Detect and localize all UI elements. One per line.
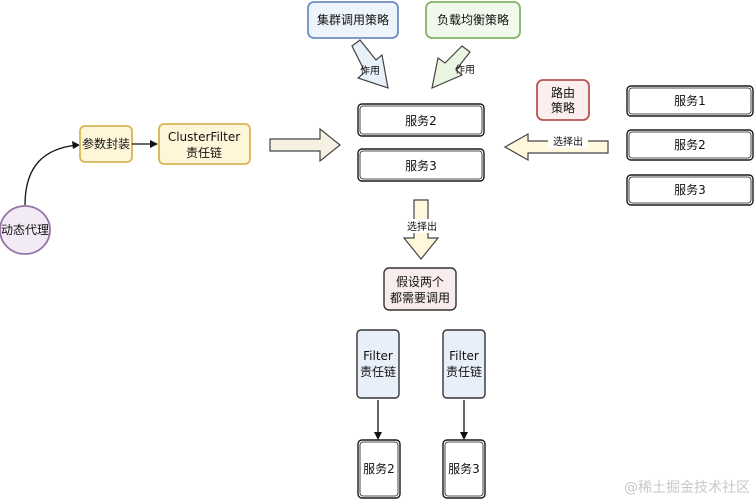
routing-policy-label-line1: 路由	[551, 85, 575, 100]
param-wrap-node: 参数封装	[79, 125, 133, 163]
filter-left-label-line2: 责任链	[360, 364, 396, 379]
filter-left-label-line1: Filter	[363, 349, 393, 363]
service2-top-label: 服务2	[405, 113, 437, 128]
service3-bottom-label: 服务3	[448, 461, 480, 476]
cluster-filter-label-line2: 责任链	[186, 145, 222, 160]
apply-right-arrow: 作用	[431, 45, 475, 90]
filter-right-label-line2: 责任链	[446, 364, 482, 379]
select-right-arrow: 选择出	[503, 132, 609, 162]
right-service1-label: 服务1	[674, 93, 706, 108]
cluster-filter-node: ClusterFilter 责任链	[158, 123, 251, 165]
assume-both-label-line1: 假设两个	[396, 275, 444, 289]
select-right-label: 选择出	[553, 135, 583, 148]
watermark-text: @稀土掘金技术社区	[624, 480, 750, 496]
right-service3-label: 服务3	[674, 182, 706, 197]
param-to-filter-connector	[132, 140, 158, 148]
right-service2-node: 服务2	[626, 129, 754, 161]
proxy-to-param-connector	[24, 141, 80, 206]
cluster-policy-label: 集群调用策略	[317, 12, 389, 27]
cluster-filter-label-line1: ClusterFilter	[168, 130, 240, 144]
filter-left-to-service-connector	[374, 400, 382, 440]
assume-both-label-line2: 都需要调用	[390, 291, 450, 305]
service2-bottom-node: 服务2	[357, 439, 401, 499]
filter-right-label-line1: Filter	[449, 349, 479, 363]
filter-left-node: Filter 责任链	[356, 329, 400, 399]
right-service3-node: 服务3	[626, 174, 754, 206]
dynamic-proxy-node: 动态代理	[0, 205, 51, 255]
param-wrap-label: 参数封装	[82, 136, 130, 151]
routing-policy-node: 路由 策略	[536, 79, 590, 121]
routing-policy-label-line2: 策略	[551, 100, 575, 115]
filter-right-node: Filter 责任链	[442, 329, 486, 399]
load-balance-policy-label: 负载均衡策略	[437, 12, 509, 27]
cluster-filter-to-services-arrow	[269, 127, 341, 163]
service3-top-node: 服务3	[357, 148, 485, 182]
load-balance-policy-node: 负载均衡策略	[425, 1, 521, 39]
service3-top-label: 服务3	[405, 158, 437, 173]
service3-bottom-node: 服务3	[442, 439, 486, 499]
select-down-arrow: 选择出	[402, 199, 440, 260]
apply-left-label: 作用	[360, 65, 380, 77]
dynamic-proxy-label: 动态代理	[1, 223, 49, 237]
right-service1-node: 服务1	[626, 85, 754, 117]
apply-left-arrow: 作用	[351, 39, 389, 89]
select-down-label: 选择出	[407, 220, 437, 233]
apply-right-label: 作用	[455, 64, 475, 76]
cluster-policy-node: 集群调用策略	[307, 1, 399, 39]
service2-bottom-label: 服务2	[363, 461, 395, 476]
filter-right-to-service-connector	[460, 400, 468, 440]
service2-top-node: 服务2	[357, 103, 485, 137]
assume-both-node: 假设两个 都需要调用	[383, 267, 457, 311]
right-service2-label: 服务2	[674, 137, 706, 152]
